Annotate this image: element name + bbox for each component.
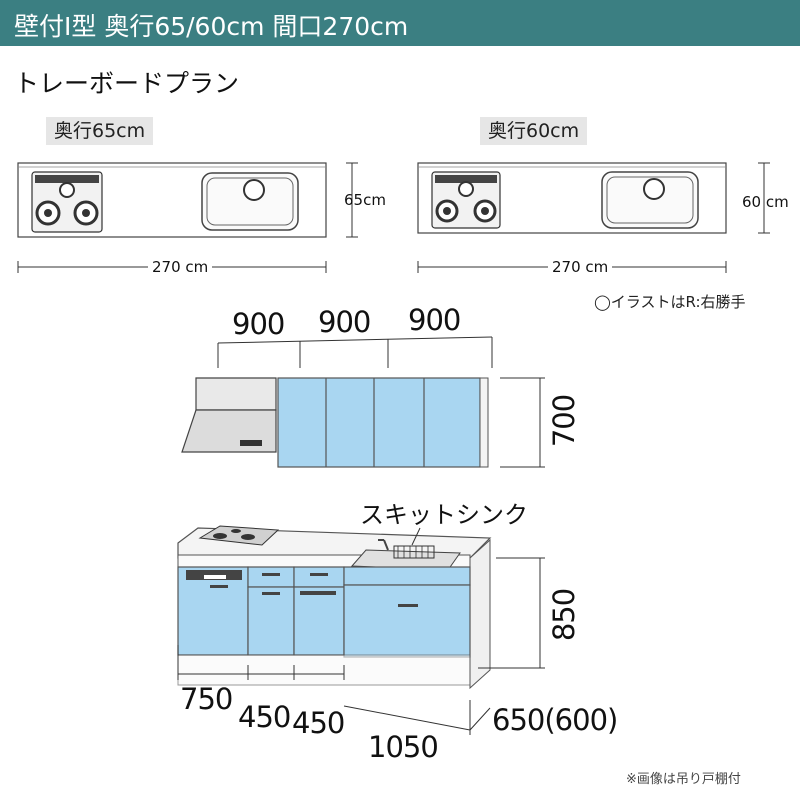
- base-width-450b: 450: [292, 706, 345, 740]
- base-cabinet: [177, 525, 545, 735]
- oven-drawer: [177, 566, 249, 656]
- plan-65-depth-dim: 65cm: [344, 191, 386, 209]
- footnote: ※画像は吊り戸棚付: [626, 772, 741, 787]
- range-hood: [181, 377, 277, 453]
- plan-60-width-dim: 270 cm: [548, 258, 613, 276]
- wall-cabinet: [181, 336, 545, 468]
- header-bar: 壁付I型 奥行65/60cm 間口270cm: [0, 0, 800, 46]
- illustration-note: ◯イラストはR:右勝手: [594, 293, 746, 311]
- wall-width-2: 900: [318, 305, 371, 339]
- plan-title: トレーボードプラン: [14, 69, 240, 98]
- sink-65: [201, 172, 299, 231]
- stove-top-60: [431, 171, 501, 229]
- stove-3d: [198, 525, 280, 546]
- plan-view-65: [17, 162, 358, 273]
- base-width-1050: 1050: [368, 730, 439, 764]
- plan-60-depth-dim: 60 cm: [742, 193, 789, 211]
- base-depth: 650(600): [492, 703, 618, 737]
- depth-label-65: 奥行65cm: [46, 117, 154, 145]
- stove-top-65: [31, 171, 103, 233]
- base-width-450a: 450: [238, 700, 291, 734]
- sink-60: [601, 171, 699, 229]
- plan-65-width-dim: 270 cm: [148, 258, 213, 276]
- base-width-750: 750: [180, 682, 233, 716]
- depth-label-60: 奥行60cm: [480, 117, 588, 145]
- sink-3d: [350, 527, 461, 571]
- wall-height: 700: [547, 394, 582, 448]
- plan-view-60: [417, 162, 770, 273]
- sink-label: スキットシンク: [360, 501, 528, 529]
- base-height: 850: [547, 588, 582, 642]
- wall-cabinet-doors: [277, 377, 481, 468]
- header-title: 壁付I型 奥行65/60cm 間口270cm: [14, 12, 409, 41]
- wall-width-3: 900: [408, 303, 461, 337]
- wall-width-1: 900: [232, 307, 285, 341]
